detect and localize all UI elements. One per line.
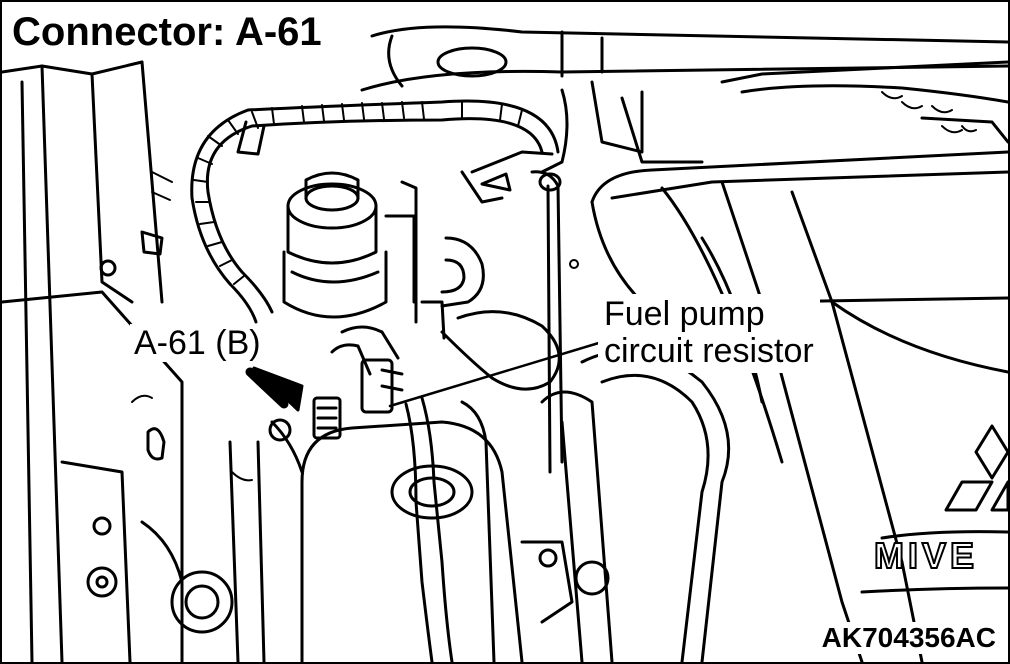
resistor-leader-line bbox=[388, 340, 604, 408]
reservoir bbox=[282, 171, 446, 340]
strut-brace bbox=[360, 25, 1008, 92]
engine-cover bbox=[590, 150, 1008, 662]
connector-callout: A-61 (B) bbox=[130, 324, 265, 362]
lower-tank bbox=[228, 420, 610, 662]
emblem-icon bbox=[944, 424, 1008, 512]
component-callout-line-2: circuit resistor bbox=[604, 332, 814, 371]
arrow-icon bbox=[252, 366, 304, 412]
arrow-shaft bbox=[245, 367, 289, 409]
connector-a61 bbox=[268, 325, 404, 474]
component-callout: Fuel pump circuit resistor bbox=[598, 294, 820, 373]
diagram-title: Connector: A-61 bbox=[8, 10, 328, 56]
engine-cover-lettering: MIVE bbox=[873, 535, 979, 576]
misc-details bbox=[131, 171, 579, 482]
top-right-components bbox=[460, 60, 1008, 204]
figure-code: AK704356AC bbox=[817, 622, 1000, 654]
wiring-harness bbox=[190, 99, 560, 324]
hoses bbox=[390, 150, 731, 662]
left-fender bbox=[2, 60, 234, 662]
component-callout-line-1: Fuel pump bbox=[604, 295, 765, 333]
